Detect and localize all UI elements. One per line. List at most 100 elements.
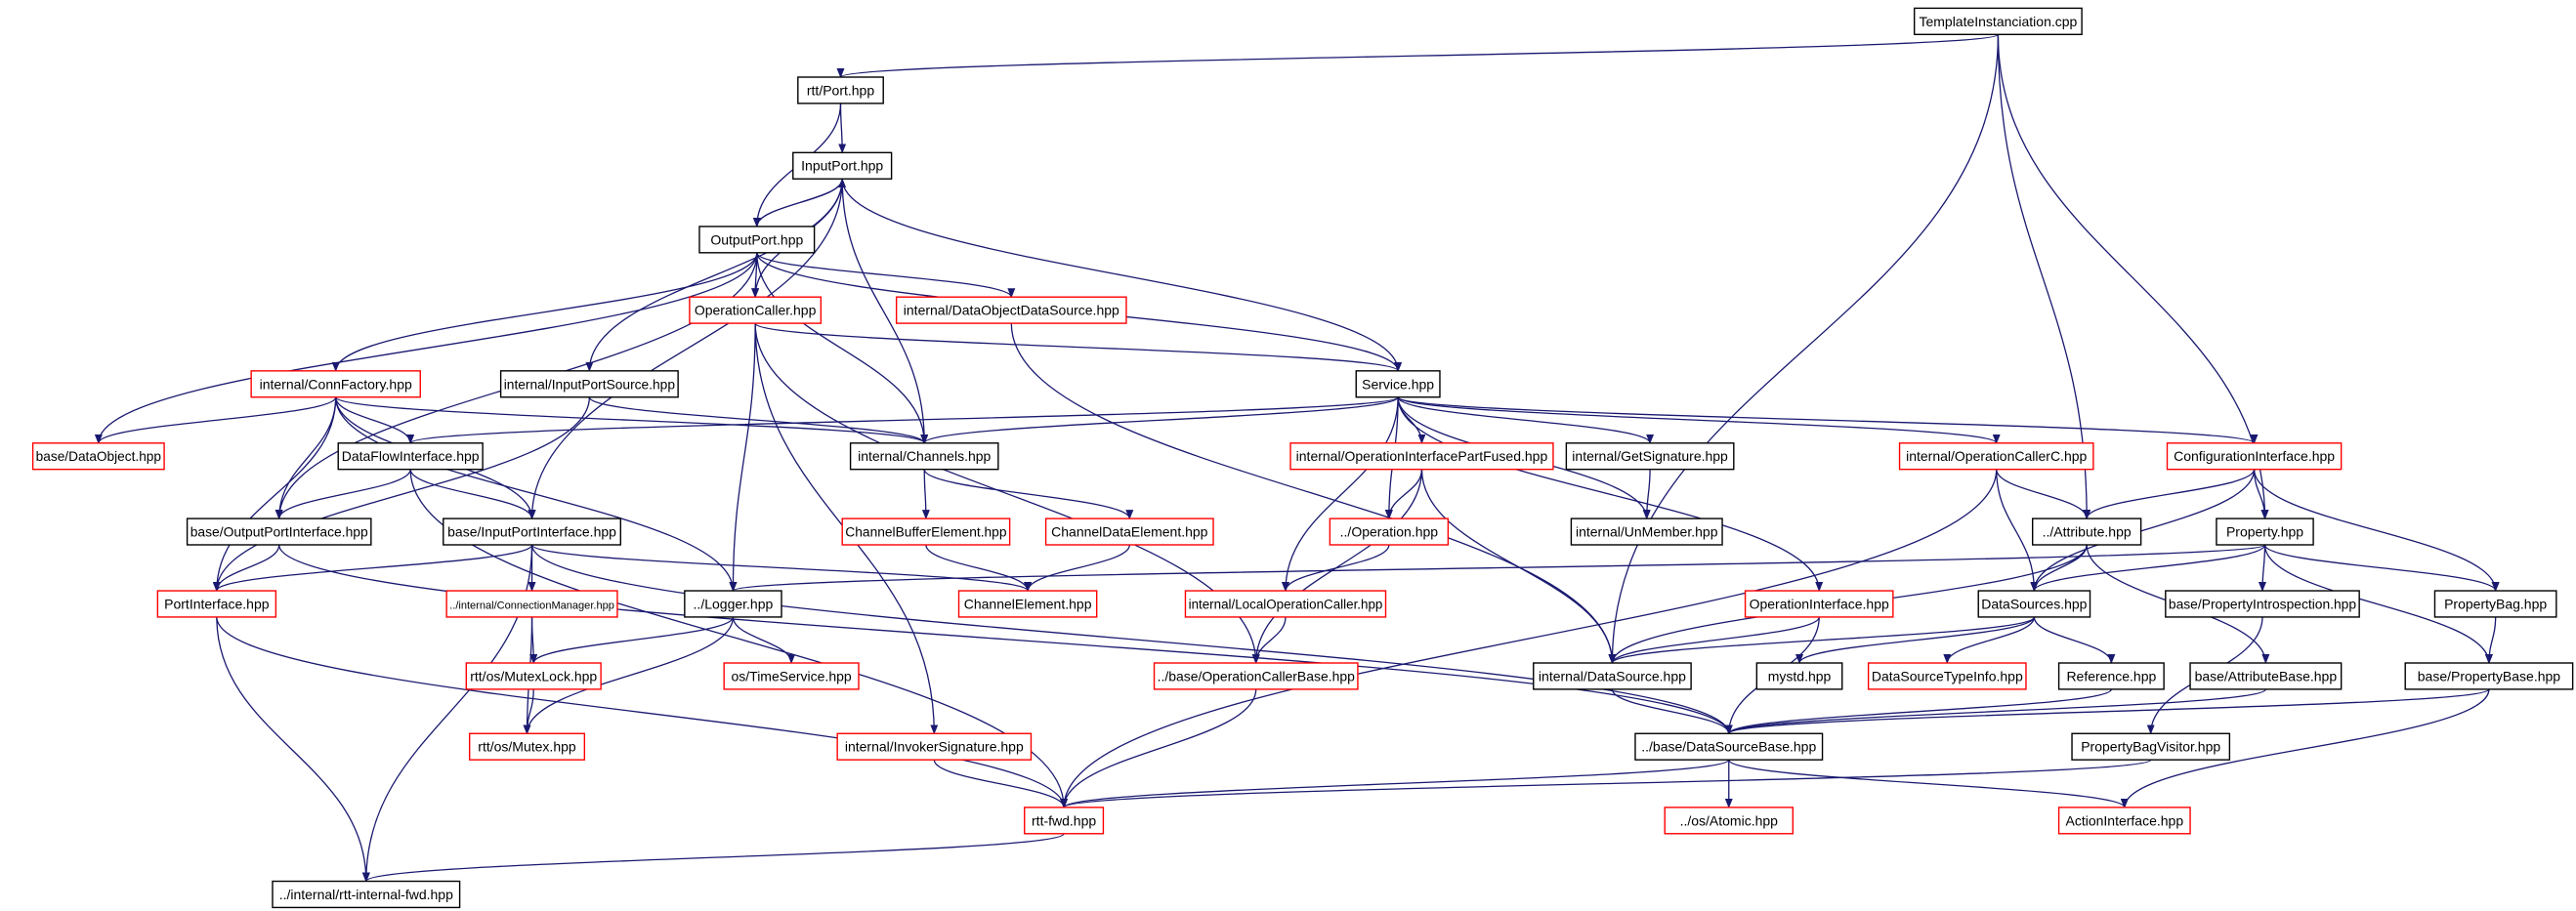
node-label: ../os/Atomic.hpp xyxy=(1680,812,1779,828)
node-internal-connectionmanager-hpp[interactable]: ../internal/ConnectionManager.hpp xyxy=(445,590,618,618)
edge-rtt-fwd-hpp-to-internal-rtt-internal-fwd-hpp xyxy=(362,833,1065,883)
node-rtt-port-hpp[interactable]: rtt/Port.hpp xyxy=(797,76,884,104)
node-inputport-hpp[interactable]: InputPort.hpp xyxy=(792,151,893,180)
edge-base-inputportinterface-hpp-to-channelelement-hpp xyxy=(530,544,1032,593)
edge-portinterface-hpp-to-rtt-fwd-hpp xyxy=(216,616,1069,808)
node-base-operationcallerbase-hpp[interactable]: ../base/OperationCallerBase.hpp xyxy=(1153,662,1359,690)
edge-base-propertybase-hpp-to-base-datasourcebase-hpp xyxy=(1725,688,2490,735)
edge-reference-hpp-to-base-datasourcebase-hpp xyxy=(1724,688,2113,735)
node-internal-dataobjectdatasource-hpp[interactable]: internal/DataObjectDataSource.hpp xyxy=(895,296,1127,324)
node-internal-connfactory-hpp[interactable]: internal/ConnFactory.hpp xyxy=(250,370,421,398)
edge-base-inputportinterface-hpp-to-base-datasourcebase-hpp xyxy=(530,544,1733,735)
edge-dataflowinterface-hpp-to-base-inputportinterface-hpp xyxy=(409,469,536,520)
edge-service-hpp-to-internal-operationcallerc-hpp xyxy=(1397,396,2001,444)
node-rtt-os-mutexlock-hpp[interactable]: rtt/os/MutexLock.hpp xyxy=(465,662,602,690)
node-service-hpp[interactable]: Service.hpp xyxy=(1355,370,1441,398)
node-base-propertyintrospection-hpp[interactable]: base/PropertyIntrospection.hpp xyxy=(2165,590,2360,618)
edge-outputport-hpp-to-internal-dataobjectdatasource-hpp xyxy=(756,252,1016,299)
node-label: ChannelBufferElement.hpp xyxy=(845,525,1007,540)
edge-templateinstanciation-cpp-to-internal-datasource-hpp xyxy=(1608,34,2000,664)
node-label: base/PropertyIntrospection.hpp xyxy=(2169,596,2356,611)
node-property-hpp[interactable]: Property.hpp xyxy=(2216,518,2314,546)
node-box xyxy=(272,880,461,909)
edge-service-hpp-to-configurationinterface-hpp xyxy=(1397,396,2259,444)
edge-operationinterface-hpp-to-internal-datasource-hpp xyxy=(1608,616,1820,664)
node-box xyxy=(465,662,602,690)
node-box xyxy=(443,518,622,546)
node-box xyxy=(445,590,618,618)
node-mystd-hpp[interactable]: mystd.hpp xyxy=(1755,662,1843,690)
edge-configurationinterface-hpp-to-attribute-hpp xyxy=(2083,469,2256,520)
node-internal-rtt-internal-fwd-hpp[interactable]: ../internal/rtt-internal-fwd.hpp xyxy=(272,880,461,909)
node-box xyxy=(1153,662,1359,690)
node-outputport-hpp[interactable]: OutputPort.hpp xyxy=(698,226,816,254)
node-operationcaller-hpp[interactable]: OperationCaller.hpp xyxy=(689,296,823,324)
node-channelelement-hpp[interactable]: ChannelElement.hpp xyxy=(957,590,1098,618)
edge-internal-operationinterfacepartfused-hpp-to-operation-hpp xyxy=(1384,469,1423,520)
node-label: rtt-fwd.hpp xyxy=(1032,812,1096,828)
node-box xyxy=(2404,662,2574,690)
node-box xyxy=(723,662,860,690)
node-box xyxy=(1744,590,1894,618)
node-box xyxy=(250,370,421,398)
node-label: ../internal/rtt-internal-fwd.hpp xyxy=(279,887,453,902)
node-datasources-hpp[interactable]: DataSources.hpp xyxy=(1977,590,2091,618)
node-operation-hpp[interactable]: ../Operation.hpp xyxy=(1329,518,1450,546)
node-internal-unmember-hpp[interactable]: internal/UnMember.hpp xyxy=(1570,518,1723,546)
node-portinterface-hpp[interactable]: PortInterface.hpp xyxy=(156,590,277,618)
node-label: internal/DataObjectDataSource.hpp xyxy=(904,303,1119,318)
node-label: ../Operation.hpp xyxy=(1340,524,1439,540)
node-box xyxy=(1570,518,1723,546)
node-os-timeservice-hpp[interactable]: os/TimeService.hpp xyxy=(723,662,860,690)
edge-service-hpp-to-internal-getsignature-hpp xyxy=(1397,396,1654,444)
node-box xyxy=(797,76,884,104)
edge-base-inputportinterface-hpp-to-portinterface-hpp xyxy=(212,544,533,593)
node-actioninterface-hpp[interactable]: ActionInterface.hpp xyxy=(2057,807,2191,835)
edge-channeldataelement-hpp-to-channelelement-hpp xyxy=(1024,544,1130,593)
node-rtt-os-mutex-hpp[interactable]: rtt/os/Mutex.hpp xyxy=(468,732,586,761)
node-internal-localoperationcaller-hpp[interactable]: internal/LocalOperationCaller.hpp xyxy=(1184,590,1387,618)
edge-inputport-hpp-to-base-inputportinterface-hpp xyxy=(528,179,843,520)
node-base-outputportinterface-hpp[interactable]: base/OutputPortInterface.hpp xyxy=(186,518,372,546)
node-propertybagvisitor-hpp[interactable]: PropertyBagVisitor.hpp xyxy=(2071,732,2231,761)
edge-base-propertybase-hpp-to-actioninterface-hpp xyxy=(2120,688,2490,808)
node-rtt-fwd-hpp[interactable]: rtt-fwd.hpp xyxy=(1024,807,1105,835)
node-configurationinterface-hpp[interactable]: ConfigurationInterface.hpp xyxy=(2166,442,2343,471)
node-base-dataobject-hpp[interactable]: base/DataObject.hpp xyxy=(31,442,165,471)
node-internal-channels-hpp[interactable]: internal/Channels.hpp xyxy=(849,442,999,471)
node-propertybag-hpp[interactable]: PropertyBag.hpp xyxy=(2433,590,2557,618)
node-label: internal/LocalOperationCaller.hpp xyxy=(1189,597,1383,611)
node-internal-getsignature-hpp[interactable]: internal/GetSignature.hpp xyxy=(1565,442,1735,471)
node-internal-inputportsource-hpp[interactable]: internal/InputPortSource.hpp xyxy=(499,370,679,398)
node-base-attributebase-hpp[interactable]: base/AttributeBase.hpp xyxy=(2189,662,2343,690)
node-base-inputportinterface-hpp[interactable]: base/InputPortInterface.hpp xyxy=(443,518,622,546)
edge-inputport-hpp-to-internal-inputportsource-hpp xyxy=(585,179,843,372)
node-box xyxy=(698,226,816,254)
node-dataflowinterface-hpp[interactable]: DataFlowInterface.hpp xyxy=(337,442,484,471)
node-internal-operationcallerc-hpp[interactable]: internal/OperationCallerC.hpp xyxy=(1898,442,2094,471)
edge-configurationinterface-hpp-to-datasources-hpp xyxy=(2030,469,2256,593)
node-logger-hpp[interactable]: ../Logger.hpp xyxy=(684,590,782,618)
node-label: rtt/os/Mutex.hpp xyxy=(478,739,576,755)
node-internal-invokersignature-hpp[interactable]: internal/InvokerSignature.hpp xyxy=(836,732,1033,761)
edge-property-hpp-to-datasources-hpp xyxy=(2030,544,2266,593)
node-label: internal/UnMember.hpp xyxy=(1576,524,1718,540)
node-templateinstanciation-cpp[interactable]: TemplateInstanciation.cpp xyxy=(1913,7,2083,35)
edge-property-hpp-to-base-propertyintrospection-hpp xyxy=(2258,544,2266,593)
node-attribute-hpp[interactable]: ../Attribute.hpp xyxy=(2031,518,2142,546)
node-reference-hpp[interactable]: Reference.hpp xyxy=(2057,662,2165,690)
node-base-datasourcebase-hpp[interactable]: ../base/DataSourceBase.hpp xyxy=(1634,732,1824,761)
node-os-atomic-hpp[interactable]: ../os/Atomic.hpp xyxy=(1664,807,1795,835)
node-internal-operationinterfacepartfused-hpp[interactable]: internal/OperationInterfacePartFused.hpp xyxy=(1289,442,1554,471)
node-channelbufferelement-hpp[interactable]: ChannelBufferElement.hpp xyxy=(841,518,1011,546)
node-label: ActionInterface.hpp xyxy=(2065,812,2183,828)
node-base-propertybase-hpp[interactable]: base/PropertyBase.hpp xyxy=(2404,662,2574,690)
node-channeldataelement-hpp[interactable]: ChannelDataElement.hpp xyxy=(1044,518,1214,546)
edge-base-datasourcebase-hpp-to-rtt-fwd-hpp xyxy=(1060,759,1730,808)
node-operationinterface-hpp[interactable]: OperationInterface.hpp xyxy=(1744,590,1894,618)
node-label: ChannelDataElement.hpp xyxy=(1051,524,1208,540)
node-internal-datasource-hpp[interactable]: internal/DataSource.hpp xyxy=(1533,662,1692,690)
edge-property-hpp-to-propertybag-hpp xyxy=(2263,544,2500,593)
node-box xyxy=(468,732,586,761)
node-datasourcetypeinfo-hpp[interactable]: DataSourceTypeInfo.hpp xyxy=(1867,662,2027,690)
